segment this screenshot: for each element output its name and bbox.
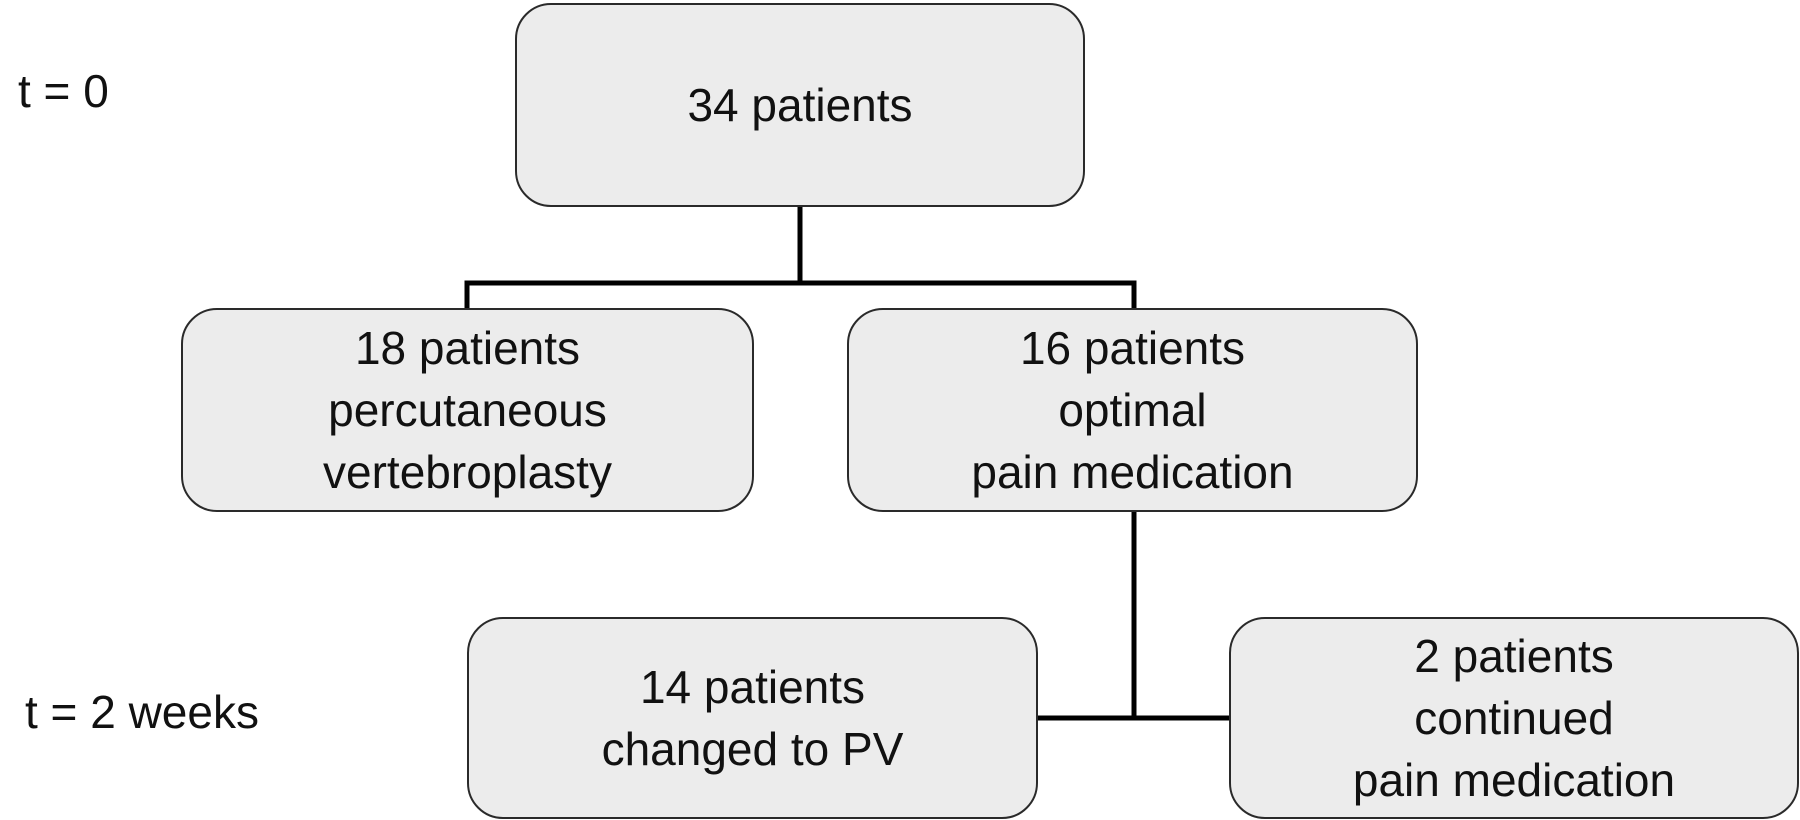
node-pain-medication-group: 16 patients optimal pain medication (847, 308, 1418, 512)
node-changed-to-pv: 14 patients changed to PV (467, 617, 1038, 819)
node-vertebroplasty-group: 18 patients percutaneous vertebroplasty (181, 308, 754, 512)
node-total-patients: 34 patients (515, 3, 1085, 207)
node-line: changed to PV (601, 723, 904, 775)
node-line: optimal (1058, 384, 1207, 436)
node-line: 16 patients (1019, 322, 1246, 374)
node-line: 14 patients (639, 661, 866, 713)
node-line: 2 patients (1414, 630, 1614, 682)
node-line: pain medication (971, 446, 1294, 498)
node-line: percutaneous (328, 384, 607, 436)
time-label-t2-weeks: t = 2 weeks (25, 686, 259, 738)
node-line: 18 patients (354, 322, 581, 374)
node-line: 34 patients (687, 79, 913, 131)
node-line: vertebroplasty (323, 446, 612, 498)
node-line: pain medication (1352, 754, 1676, 806)
time-label-t0: t = 0 (18, 65, 109, 117)
node-line: continued (1414, 692, 1614, 744)
node-continued-medication: 2 patients continued pain medication (1229, 617, 1799, 819)
